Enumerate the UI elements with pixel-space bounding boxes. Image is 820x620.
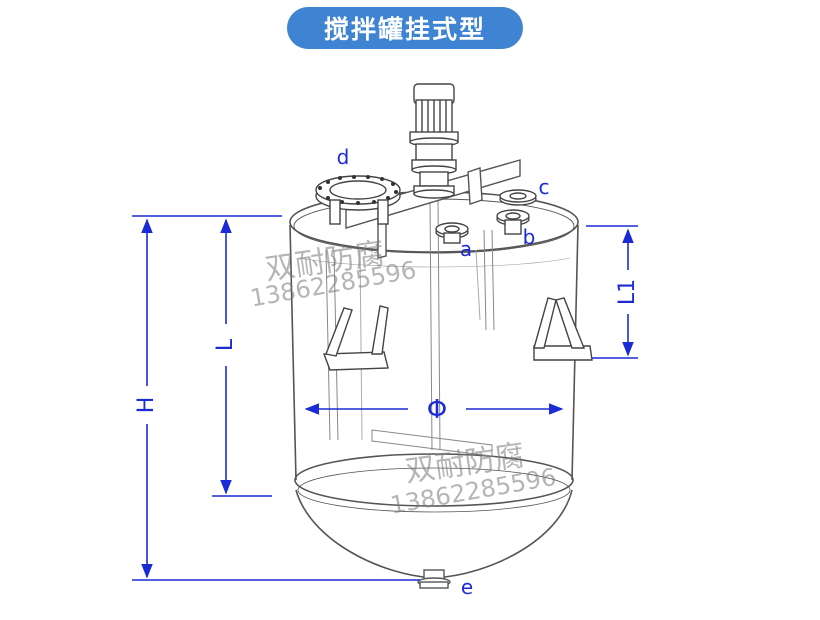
nozzle-a [435, 222, 469, 244]
hanging-lug-left [323, 305, 389, 371]
label-H: H [134, 397, 159, 414]
label-L1: L1 [615, 279, 640, 305]
label-a: a [460, 237, 472, 261]
label-L: L [213, 338, 238, 351]
agitator-motor [409, 83, 459, 199]
dimension-lines [132, 215, 638, 581]
page-title: 搅拌罐挂式型 [287, 7, 523, 49]
label-e: e [461, 575, 473, 599]
nozzle-c [499, 189, 537, 206]
hanging-lug-right [533, 297, 593, 361]
label-b: b [523, 225, 536, 249]
nozzle-b [496, 209, 530, 235]
label-c: c [539, 175, 550, 199]
manway-flange-d [315, 175, 401, 225]
label-d: d [337, 145, 350, 169]
label-phi: Φ [427, 395, 447, 425]
outlet-nozzle-e [417, 569, 451, 589]
